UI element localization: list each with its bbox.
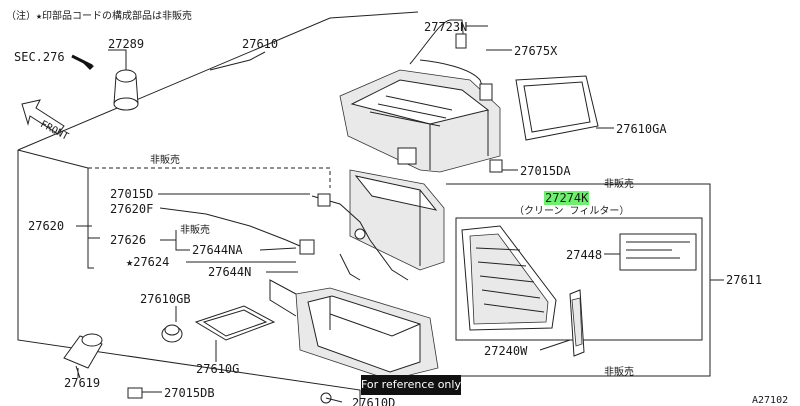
bracket-27644NA [175, 230, 190, 251]
hvac-lower-case [269, 279, 439, 381]
part-27610D: 27610D [352, 396, 396, 406]
part-27274K-highlight: 27274K [544, 191, 590, 205]
hose-27723N [409, 19, 465, 65]
clean-filter-label: （クリーン フィルター） [514, 206, 630, 217]
expansion-pipes [205, 193, 409, 281]
duct-27619 [63, 333, 103, 379]
part-27644N: 27644N [208, 265, 252, 279]
screw-27610D [320, 392, 343, 404]
seal-27610G [194, 305, 276, 341]
bulb-27289 [113, 54, 139, 111]
left-bracket [87, 168, 94, 269]
header-note: （注）★印部品コードの構成部品は非販売 [6, 11, 193, 22]
not-sold-label-filter: 非販売 [604, 179, 634, 190]
part-27611: 27611 [726, 273, 763, 287]
part-27015D: 27015D [110, 187, 154, 201]
part-27289: 27289 [108, 37, 145, 51]
part-27626: 27626 [110, 233, 147, 247]
assembly-outline [17, 150, 361, 406]
hose-clip [455, 33, 467, 49]
leader-27620F [159, 207, 207, 215]
hvac-upper-housing [339, 69, 501, 173]
cabin-filter-27274K [461, 225, 557, 331]
drawing-id: A27102 [752, 395, 789, 406]
part-27723N: 27723N [424, 20, 468, 34]
evaporator-core [349, 169, 445, 271]
seal-27610GA [515, 75, 599, 141]
filter-cover-27240W [569, 289, 585, 357]
part-27620F: 27620F [110, 202, 154, 216]
outline-edge [17, 149, 89, 169]
part-27619: 27619 [64, 376, 101, 390]
part-27610GA: 27610GA [616, 122, 667, 136]
part-27448: 27448 [566, 248, 603, 262]
sec-reference: SEC.276 [14, 50, 65, 64]
not-sold-label-mid: 非販売 [180, 225, 210, 236]
leader-27240W [539, 339, 571, 351]
part-27624: ★27624 [126, 255, 170, 269]
not-sold-label-top: 非販売 [150, 155, 180, 166]
part-27620: 27620 [28, 219, 65, 233]
part-27610: 27610 [242, 37, 279, 51]
grommet-27610GB [161, 324, 183, 343]
front-arrow-icon [21, 99, 65, 135]
part-27240W: 27240W [484, 344, 528, 358]
part-27610GB: 27610GB [140, 292, 191, 306]
part-27015DA: 27015DA [520, 164, 571, 178]
label-plate-27448 [619, 233, 697, 271]
not-sold-label-bottom: 非販売 [604, 367, 634, 378]
part-27675X: 27675X [514, 44, 558, 58]
part-27274K: 27274K [544, 191, 590, 205]
part-27015DB: 27015DB [164, 386, 215, 400]
part-27610G: 27610G [196, 362, 240, 376]
tube-27675X [419, 59, 487, 97]
tube-connector [479, 83, 493, 101]
reference-watermark: For reference only [361, 375, 461, 395]
clip-27015DB [127, 387, 143, 399]
leader-27289 [108, 49, 127, 56]
leader-27644NA [259, 247, 297, 251]
leader-27610 [209, 51, 266, 71]
clip-27015DA [489, 159, 503, 173]
not-sold-bracket-top [88, 167, 331, 188]
sec-arrow-icon [71, 54, 94, 70]
part-27644NA: 27644NA [192, 243, 243, 257]
